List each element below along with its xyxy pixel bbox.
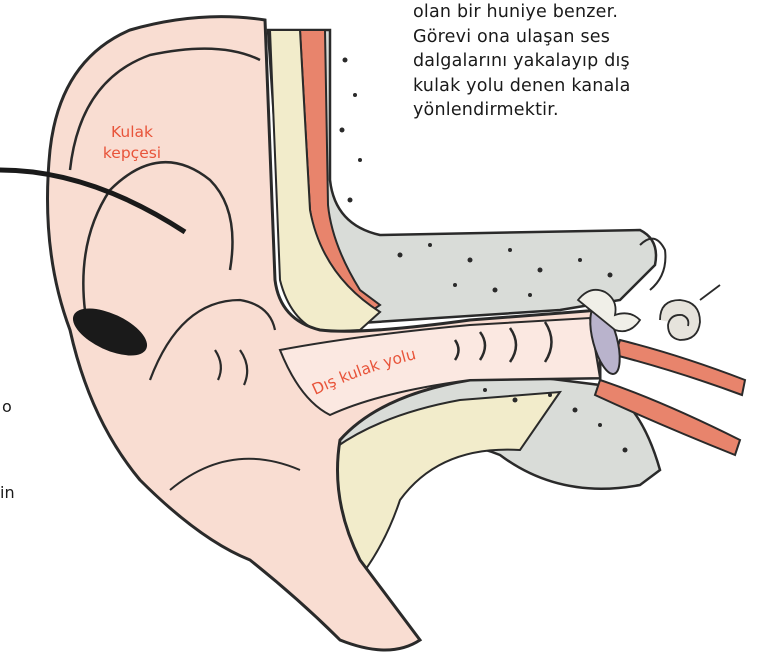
text-fragment: o [2, 397, 12, 416]
description-line: kulak yolu denen kanala [413, 74, 753, 99]
description-line: yönlendirmektir. [413, 98, 753, 123]
description-line: Görevi ona ulaşan ses [413, 25, 753, 50]
description-line: dalgalarını yakalayıp dış [413, 49, 753, 74]
description-text: olan bir huniye benzer. Görevi ona ulaşa… [413, 0, 753, 123]
text-fragment: in [0, 483, 15, 502]
auricle-label-line: Kulak [88, 122, 176, 143]
auricle-label: Kulak kepçesi [88, 122, 176, 164]
canal-muscle [615, 340, 745, 395]
auricle-label-line: kepçesi [88, 143, 176, 164]
description-line: olan bir huniye benzer. [413, 0, 753, 25]
cochlea [660, 285, 720, 340]
